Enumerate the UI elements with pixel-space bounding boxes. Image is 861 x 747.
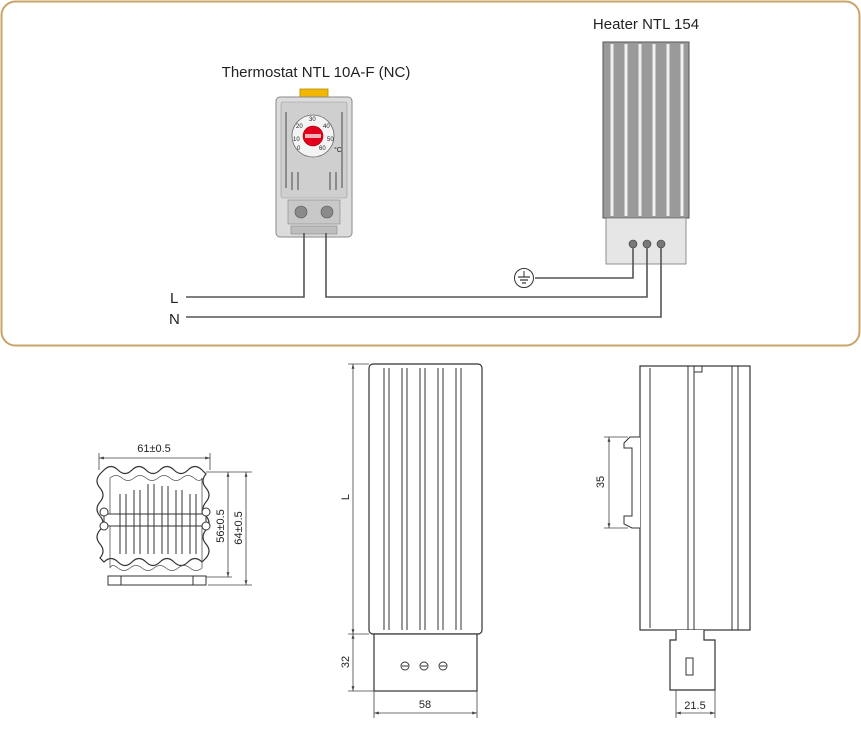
- wiring-diagram-panel: Thermostat NTL 10A-F (NC) Heater NTL 154…: [0, 0, 861, 347]
- terminal-screw: [320, 205, 334, 219]
- side-view-drawing: L 32 58: [340, 363, 483, 718]
- terminal-screw: [294, 205, 308, 219]
- dial-tick-50: 50: [327, 137, 334, 143]
- line-label: L: [170, 290, 178, 307]
- front-inner-height-dimension: 56±0.5: [215, 509, 227, 543]
- panel-frame: [0, 0, 861, 347]
- heater-terminal: [656, 239, 666, 249]
- end-clip-height-dimension: 35: [595, 476, 607, 488]
- heater-terminal: [642, 239, 652, 249]
- earth-symbol-icon: [514, 268, 534, 288]
- side-width-dimension: 58: [419, 699, 431, 711]
- heater-terminal: [628, 239, 638, 249]
- thermostat-device: 0 10 20 30 40 50 60 °C: [275, 88, 353, 238]
- neutral-label: N: [169, 311, 180, 328]
- dial-tick-20: 20: [296, 124, 303, 130]
- front-view-drawing: 61±0.5 56±0.5 64±0.5: [96, 443, 252, 586]
- side-terminal-height-dimension: 32: [340, 656, 352, 668]
- front-outer-height-dimension: 64±0.5: [233, 511, 245, 545]
- dial-tick-30: 30: [309, 117, 316, 123]
- heater-device: [602, 41, 690, 265]
- thermostat-label: Thermostat NTL 10A-F (NC): [222, 64, 411, 81]
- wire-neutral: [186, 248, 662, 318]
- dial-tick-10: 10: [293, 137, 300, 143]
- wire-line: [186, 233, 305, 298]
- front-width-dimension: 61±0.5: [137, 443, 171, 455]
- dial-tick-40: 40: [323, 124, 330, 130]
- side-length-dimension: L: [340, 494, 352, 500]
- dial-tick-0: 0: [297, 146, 301, 152]
- wire-earth: [535, 248, 634, 279]
- end-din-clip: [623, 436, 640, 529]
- end-body: [639, 365, 751, 631]
- end-depth-dimension: 21.5: [684, 700, 705, 712]
- heater-label: Heater NTL 154: [593, 16, 699, 33]
- dial-unit: °C: [334, 146, 342, 154]
- wire-thermostat-heater: [325, 233, 648, 298]
- dial-tick-60: 60: [319, 146, 326, 152]
- end-view-drawing: 35 21.5: [595, 365, 751, 718]
